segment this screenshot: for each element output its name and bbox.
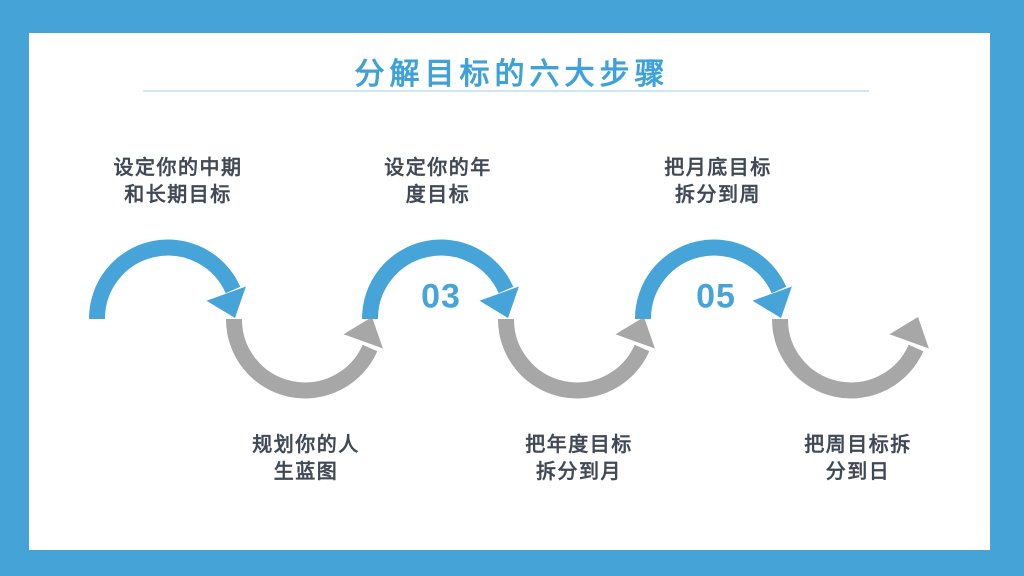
arrow-down-icon (479, 286, 519, 318)
arrow-down-icon (752, 286, 792, 318)
step-label-2-line1: 规划你的人 (252, 434, 360, 456)
step-label-6-line1: 把周目标拆 (804, 434, 912, 456)
step-label-1-line1: 设定你的中期 (113, 157, 243, 179)
step-label-5: 把月底目标 拆分到周 (664, 155, 772, 209)
step-label-3-line2: 度目标 (405, 184, 471, 206)
step-label-3: 设定你的年 度目标 (384, 155, 492, 209)
step-number-5: 05 (696, 277, 736, 316)
step-label-2: 规划你的人 生蓝图 (252, 432, 360, 486)
step-label-5-line1: 把月底目标 (664, 157, 772, 179)
step-label-4: 把年度目标 拆分到月 (525, 432, 633, 486)
arrow-up-icon (615, 317, 655, 349)
step-label-3-line1: 设定你的年 (384, 157, 492, 179)
wave-arc-blue-step1 (88, 239, 246, 320)
step-label-6-line2: 分到日 (825, 461, 891, 483)
step-label-4-line2: 拆分到月 (536, 461, 622, 483)
step-label-2-line2: 生蓝图 (273, 461, 339, 483)
title-divider-line (143, 90, 869, 92)
wave-arc-blue-step5 (634, 239, 792, 320)
wave-arc-gray-step6 (771, 317, 929, 399)
wave-arc-gray-step4 (497, 317, 655, 399)
step-label-1-line2: 和长期目标 (124, 184, 232, 206)
arrow-down-icon (206, 286, 246, 318)
wave-arc-blue-step3 (361, 239, 519, 320)
step-label-6: 把周目标拆 分到日 (804, 432, 912, 486)
step-label-5-line2: 拆分到周 (675, 184, 761, 206)
arrow-up-icon (889, 317, 929, 349)
slide-title: 分解目标的六大步骤 (354, 58, 670, 91)
step-label-1: 设定你的中期 和长期目标 (114, 155, 243, 209)
step-label-4-line1: 把年度目标 (525, 434, 633, 456)
wave-arc-gray-step2 (225, 317, 383, 399)
arrow-up-icon (343, 317, 383, 349)
step-number-3: 03 (421, 277, 461, 316)
